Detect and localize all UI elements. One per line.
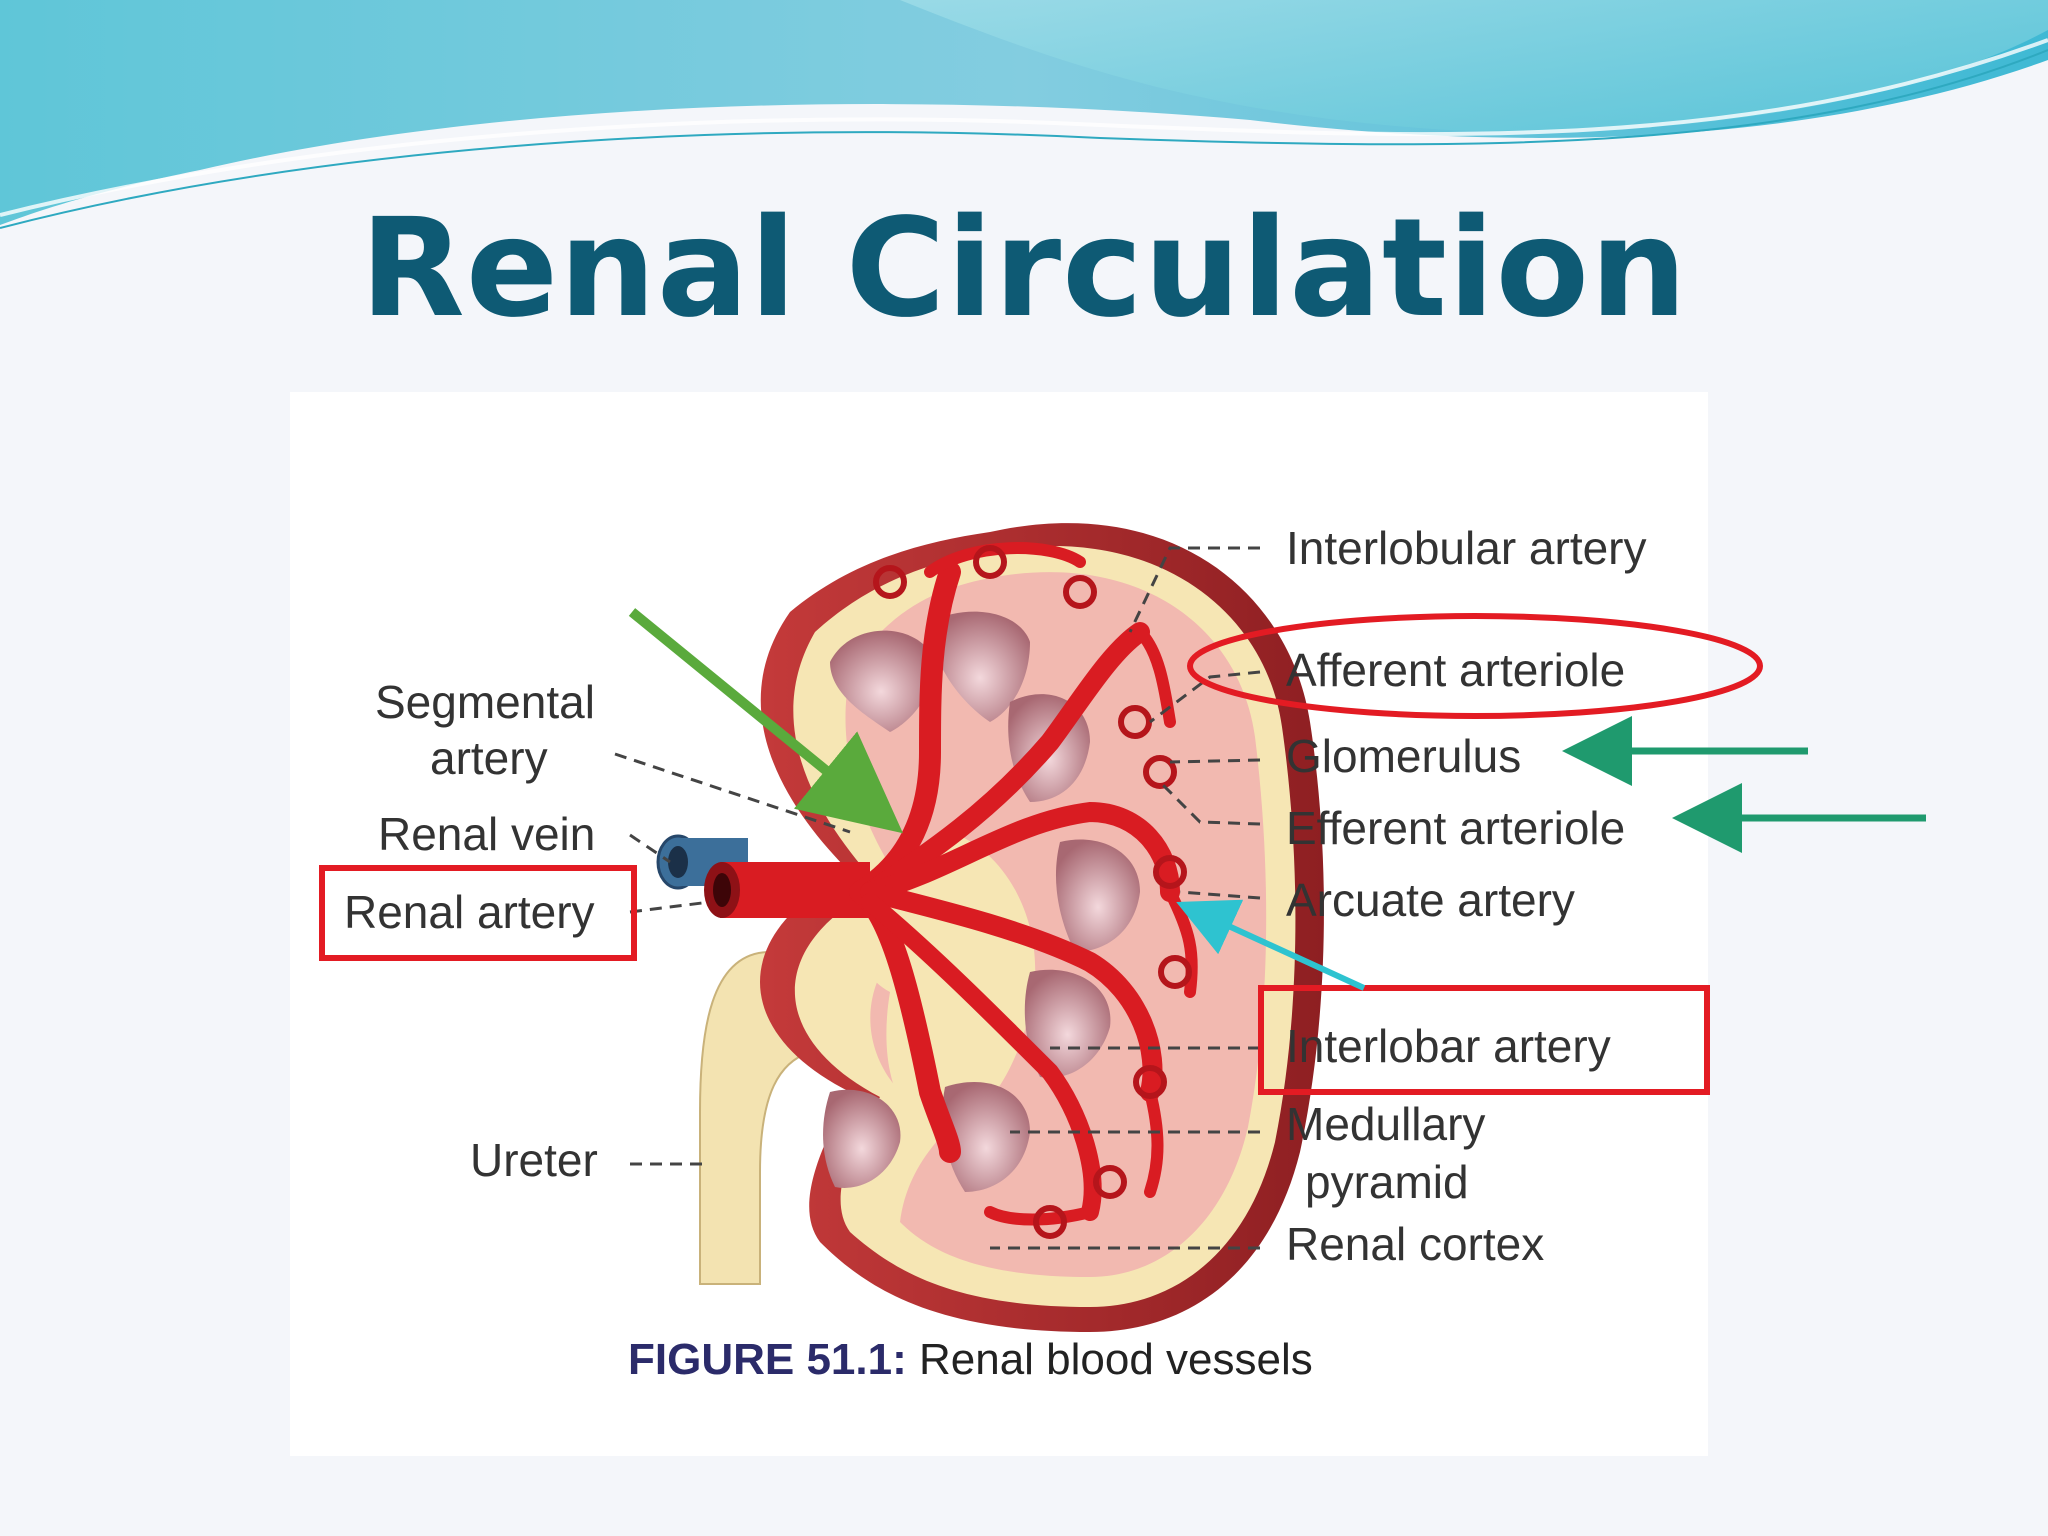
label-segmental-artery-line2: artery [430, 732, 548, 784]
kidney-diagram: Interlobular artery Afferent arteriole G… [344, 522, 1647, 1384]
slide-header-waves [0, 0, 2048, 229]
figure-caption-text: Renal blood vessels [907, 1335, 1313, 1384]
label-afferent-arteriole: Afferent arteriole [1286, 644, 1625, 696]
figure-caption: FIGURE 51.1: Renal blood vessels [628, 1335, 1313, 1384]
slide-title: Renal Circulation [360, 190, 1688, 348]
figure-caption-number: FIGURE 51.1: [628, 1335, 907, 1384]
figure-panel: Interlobular artery Afferent arteriole G… [290, 392, 1708, 1456]
label-medullary-pyramid-line2: pyramid [1305, 1156, 1469, 1208]
renal-artery-vessel [720, 862, 870, 918]
label-efferent-arteriole: Efferent arteriole [1286, 802, 1625, 854]
label-interlobular-artery: Interlobular artery [1286, 522, 1647, 574]
label-renal-cortex: Renal cortex [1286, 1218, 1544, 1270]
label-renal-vein: Renal vein [378, 808, 595, 860]
glomeruli [873, 545, 1192, 1239]
label-interlobar-artery: Interlobar artery [1286, 1020, 1611, 1072]
label-medullary-pyramid-line1: Medullary [1286, 1098, 1485, 1150]
label-glomerulus: Glomerulus [1286, 730, 1521, 782]
arterial-tree [849, 542, 1198, 1226]
label-renal-artery: Renal artery [344, 886, 595, 938]
label-segmental-artery-line1: Segmental [375, 676, 595, 728]
label-ureter: Ureter [470, 1134, 598, 1186]
label-arcuate-artery: Arcuate artery [1286, 874, 1575, 926]
